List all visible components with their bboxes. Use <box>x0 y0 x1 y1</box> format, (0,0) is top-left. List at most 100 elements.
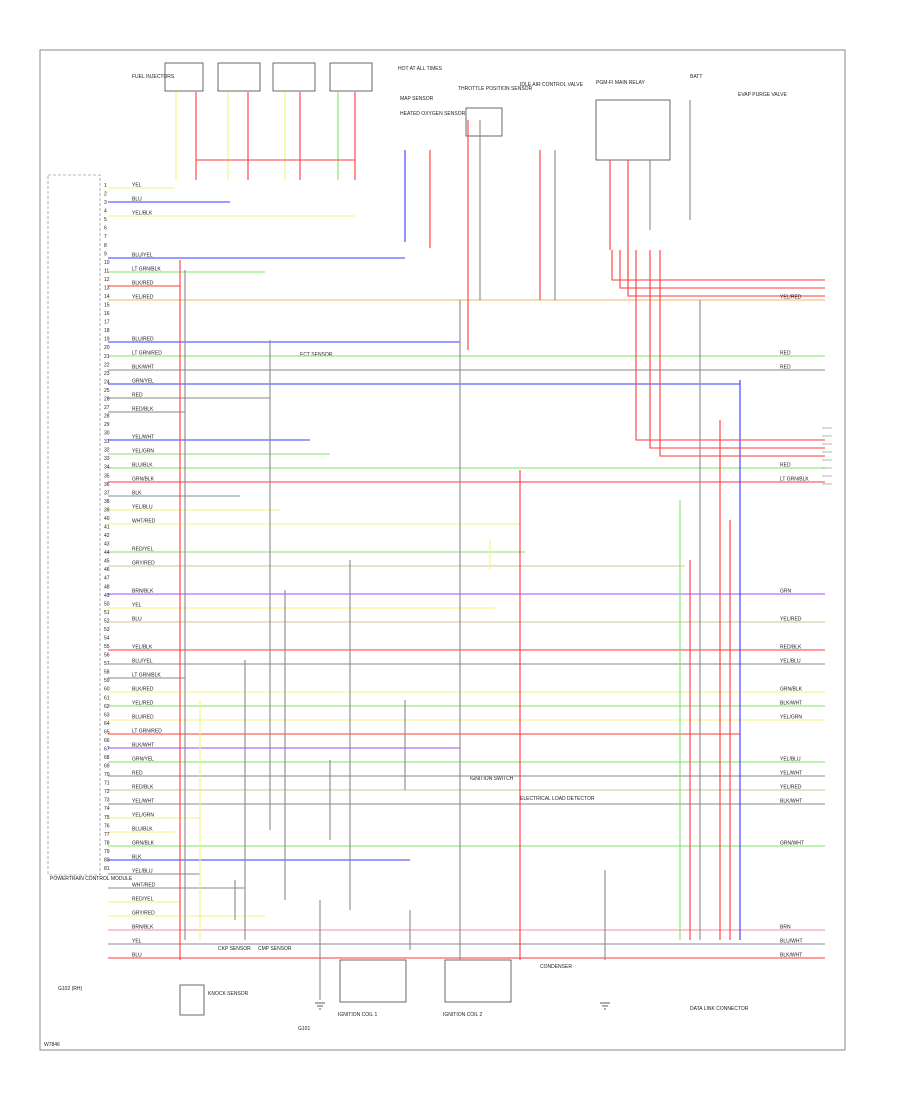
wire-color-tag: YEL/RED <box>132 295 154 301</box>
right-wire-tag: LT GRN/BLK <box>780 477 809 483</box>
pin-number: 23 <box>104 371 110 377</box>
wire-color-tag: BLU/BLK <box>132 827 153 833</box>
right-wire-tag: YEL/BLU <box>780 757 801 763</box>
wire-color-tag: YEL/GRN <box>132 813 154 819</box>
evap-label: EVAP PURGE VALVE <box>738 92 787 98</box>
ect-label: ECT SENSOR <box>300 352 333 358</box>
map-sensor-label: MAP SENSOR <box>400 96 434 102</box>
wire-color-tag: YEL/BLK <box>132 211 153 217</box>
pin-number: 79 <box>104 849 110 855</box>
wire-color-tag: WHT/RED <box>132 519 156 525</box>
pin-number: 69 <box>104 764 110 770</box>
wire-color-tag: RED <box>132 771 143 777</box>
pin-number: 62 <box>104 704 110 710</box>
corner-code: W7846 <box>44 1042 60 1048</box>
wire-color-tag: YEL/BLU <box>132 869 153 875</box>
pin-number: 25 <box>104 388 110 394</box>
injector-1 <box>164 62 204 92</box>
right-wire-tag: RED <box>780 463 791 469</box>
wire-color-tag: LT GRN/RED <box>132 729 162 735</box>
pin-number: 42 <box>104 533 110 539</box>
pin-number: 48 <box>104 584 110 590</box>
wire-color-tag: YEL/WHT <box>132 435 154 441</box>
wire-color-tag: GRN/BLK <box>132 841 155 847</box>
ecm-pins: 1234567891011121314151617181920212223242… <box>104 183 110 872</box>
wire-color-tag: GRY/RED <box>132 561 155 567</box>
pin-number: 67 <box>104 746 110 752</box>
right-wire-tag: YEL/GRN <box>780 715 802 721</box>
wire-color-tag: BLU <box>132 617 142 623</box>
pin-number: 74 <box>104 806 110 812</box>
pin-number: 40 <box>104 516 110 522</box>
pin-number: 21 <box>104 354 110 360</box>
wire-color-tag: WHT/RED <box>132 883 156 889</box>
pin-number: 81 <box>104 866 110 872</box>
condenser-label: CONDENSER <box>540 964 572 970</box>
pin-number: 44 <box>104 550 110 556</box>
ignition-switch-label: IGNITION SWITCH <box>470 776 514 782</box>
pin-number: 6 <box>104 226 107 232</box>
wire-color-tag: RED/YEL <box>132 897 154 903</box>
pin-number: 61 <box>104 695 110 701</box>
pin-number: 12 <box>104 277 110 283</box>
pin-number: 11 <box>104 268 109 274</box>
pin-number: 30 <box>104 431 110 437</box>
diagram-frame <box>39 49 846 1051</box>
ecm-box <box>47 174 101 876</box>
g101-label: G101 <box>298 1026 310 1032</box>
ignition-coil-1 <box>339 959 407 1003</box>
wire-color-tag: GRN/YEL <box>132 379 154 385</box>
pin-number: 71 <box>104 781 110 787</box>
wires <box>108 92 832 1010</box>
pin-number: 43 <box>104 542 110 548</box>
ground-symbol <box>315 1002 325 1010</box>
pin-number: 8 <box>104 243 107 249</box>
pin-number: 3 <box>104 200 107 206</box>
wire-color-tag: BRN/BLK <box>132 589 154 595</box>
pin-number: 27 <box>104 405 110 411</box>
pin-number: 16 <box>104 311 110 317</box>
wire-color-tag: BLK/RED <box>132 281 154 287</box>
pin-number: 59 <box>104 678 110 684</box>
fuel-injectors-label: FUEL INJECTORS <box>132 74 175 80</box>
iac-label: IDLE AIR CONTROL VALVE <box>520 82 584 88</box>
pin-number: 66 <box>104 738 110 744</box>
wire-color-tag: BLK/RED <box>132 687 154 693</box>
wire-color-tag: RED/BLK <box>132 785 154 791</box>
pin-number: 37 <box>104 490 110 496</box>
right-wire-tag: YEL/RED <box>780 295 802 301</box>
pin-number: 46 <box>104 567 110 573</box>
wire-color-tag: BLU/RED <box>132 337 154 343</box>
right-wire-tag: RED <box>780 365 791 371</box>
pin-number: 31 <box>104 439 110 445</box>
pin-number: 18 <box>104 328 110 334</box>
pin-number: 65 <box>104 729 110 735</box>
pin-number: 60 <box>104 687 110 693</box>
right-wire-tag: GRN/WHT <box>780 841 804 847</box>
ignition-coil-1-label: IGNITION COIL 1 <box>338 1012 377 1018</box>
right-wire-tag: YEL/WHT <box>780 771 802 777</box>
pin-number: 52 <box>104 618 110 624</box>
relay-output-red <box>611 250 825 281</box>
wire-color-tag: YEL/BLU <box>132 505 153 511</box>
pin-number: 55 <box>104 644 110 650</box>
wire-color-tag: BRN/BLK <box>132 925 154 931</box>
pin-number: 39 <box>104 507 110 513</box>
pin-number: 77 <box>104 832 110 838</box>
wire-color-tag: YEL/WHT <box>132 799 154 805</box>
injector-3 <box>272 62 316 92</box>
cmp-label: CMP SENSOR <box>258 946 292 952</box>
pin-number: 14 <box>104 294 110 300</box>
relay-output-red <box>635 250 825 441</box>
pin-number: 5 <box>104 217 107 223</box>
connector-label: G102 (RH) <box>58 986 83 992</box>
pin-number: 22 <box>104 362 110 368</box>
wire-color-tag: BLU/RED <box>132 715 154 721</box>
right-wire-tag: RED <box>780 351 791 357</box>
battery-label: BATT <box>690 74 702 80</box>
hot-note: HOT AT ALL TIMES <box>398 66 443 72</box>
pin-number: 36 <box>104 482 110 488</box>
pin-number: 53 <box>104 627 110 633</box>
pin-number: 28 <box>104 414 110 420</box>
wire-color-tag: LT GRN/BLK <box>132 673 161 679</box>
